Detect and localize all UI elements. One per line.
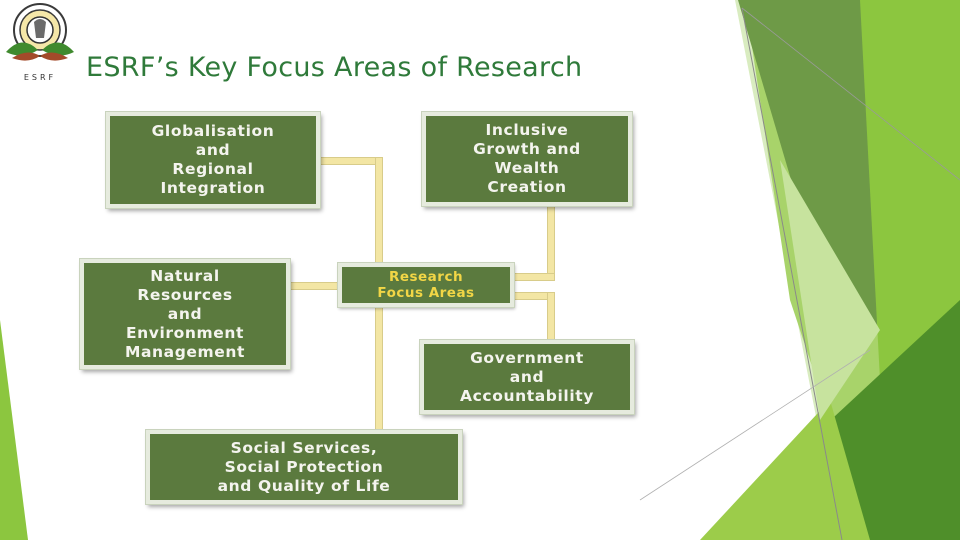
logo-text: ESRF (24, 73, 56, 82)
connector (548, 204, 554, 280)
deco-facet-dark (738, 0, 880, 330)
focus-area-label: Social Services, Social Protection and Q… (217, 438, 391, 495)
deco-line (741, 7, 960, 181)
focus-area-government: Government and Accountability (420, 340, 634, 414)
focus-area-social-services: Social Services, Social Protection and Q… (146, 430, 462, 504)
research-focus-center: Research Focus Areas (338, 263, 514, 307)
connector (318, 158, 380, 164)
connector (508, 274, 554, 280)
focus-area-label: Government and Accountability (460, 348, 594, 405)
deco-facet-pale (780, 160, 880, 420)
focus-area-label: Inclusive Growth and Wealth Creation (473, 121, 581, 196)
focus-area-label: Globalisation and Regional Integration (151, 122, 275, 197)
focus-area-label: Natural Resources and Environment Manage… (124, 266, 246, 361)
deco-line (639, 349, 871, 501)
slide-title: ESRF’s Key Focus Areas of Research (86, 52, 583, 83)
deco-left-sliver (0, 320, 28, 540)
focus-area-globalisation: Globalisation and Regional Integration (106, 112, 320, 208)
deco-facet-lime (700, 400, 870, 540)
esrf-logo: ESRF (6, 3, 74, 82)
focus-area-inclusive-growth: Inclusive Growth and Wealth Creation (422, 112, 632, 206)
deco-line (741, 7, 843, 540)
connector (288, 283, 344, 289)
center-label: Research Focus Areas (377, 269, 475, 301)
connector (508, 293, 554, 299)
focus-area-natural-resources: Natural Resources and Environment Manage… (80, 259, 290, 369)
connector (548, 293, 554, 343)
